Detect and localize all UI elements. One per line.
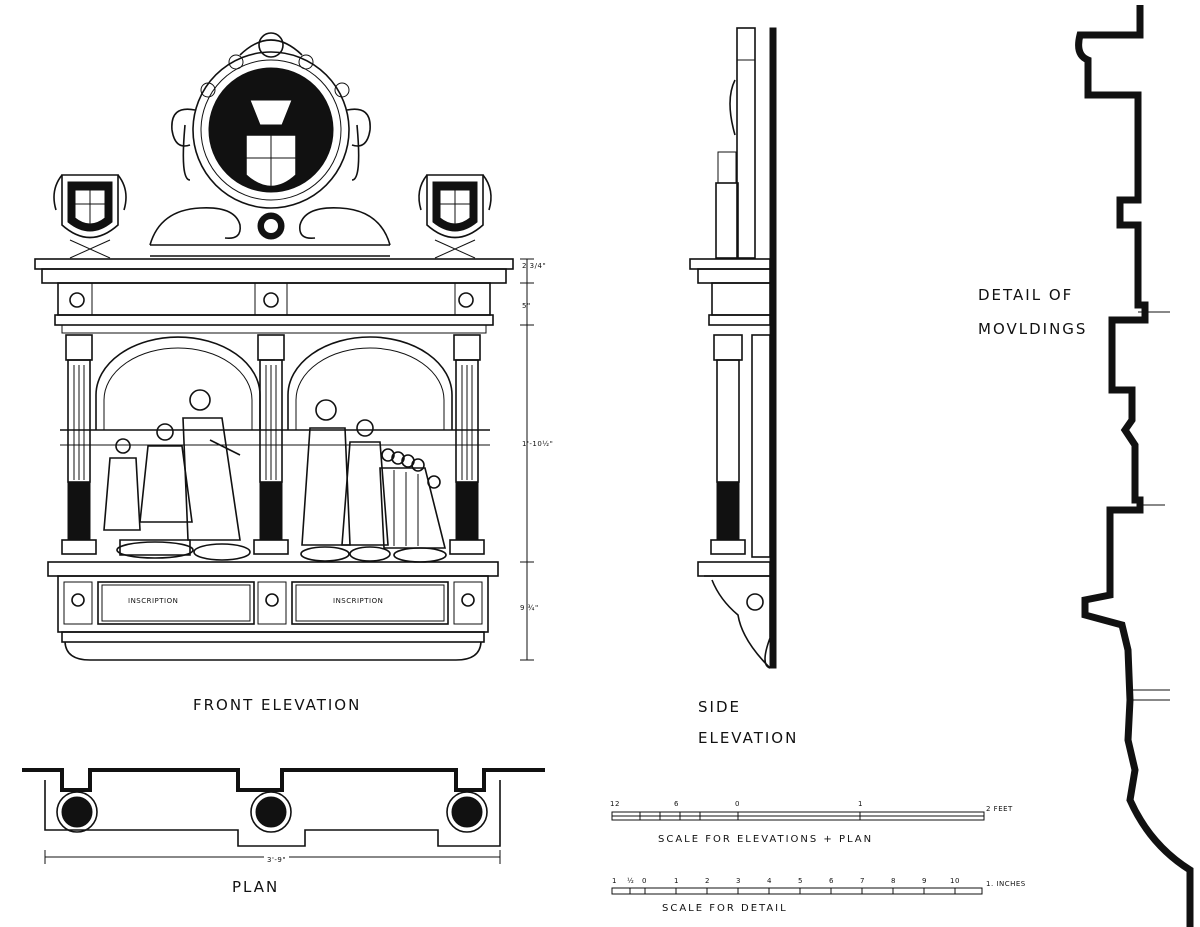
moulding-profile: [1075, 5, 1194, 927]
scale-elev-caption: SCALE FOR ELEVATIONS + PLAN: [658, 834, 874, 845]
scale-detail-tick: 10: [950, 877, 960, 885]
base-plinth: [47, 561, 499, 661]
inscription-left: INSCRIPTION: [128, 597, 179, 605]
side-elevation-title-line2: ELEVATION: [698, 729, 799, 747]
kneeling-figures-left: [103, 389, 251, 561]
scale-detail-tick: 1: [674, 877, 679, 885]
scale-bar-detail: [611, 887, 983, 895]
scale-detail-tick: 7: [860, 877, 865, 885]
scale-detail-tick: 4: [767, 877, 772, 885]
right-shield: [418, 174, 492, 259]
front-elevation-title: FRONT ELEVATION: [193, 696, 362, 714]
scale-elev-tick: 2 FEET: [986, 805, 1013, 813]
scale-detail-tick: 0: [642, 877, 647, 885]
inscription-right: INSCRIPTION: [333, 597, 384, 605]
scale-detail-caption: SCALE FOR DETAIL: [662, 903, 788, 914]
scale-detail-tick: 5: [798, 877, 803, 885]
scale-detail-tick: 2: [705, 877, 710, 885]
front-elevation-drawing: [34, 32, 534, 661]
scale-detail-tick: 9: [922, 877, 927, 885]
scale-elev-tick: 1: [858, 800, 863, 808]
side-elevation-title-line1: SIDE: [698, 698, 741, 716]
plan-drawing: [22, 768, 545, 864]
central-cartouche: [149, 32, 391, 257]
arches: [60, 336, 490, 446]
scale-detail-tick: 6: [829, 877, 834, 885]
entablature: [34, 258, 514, 334]
dimension-cornice: 2 3/4": [522, 262, 547, 270]
vertical-dimension-line: [520, 258, 534, 661]
dimension-plan-width: 3'-9": [264, 856, 290, 864]
dimension-frieze: 5": [522, 302, 531, 310]
dimension-arcade: 1'-10½": [522, 440, 554, 448]
scale-elev-tick: 6: [674, 800, 679, 808]
scale-detail-tick: 8: [891, 877, 896, 885]
scale-elev-tick: 12: [610, 800, 620, 808]
side-elevation-drawing: [689, 27, 777, 669]
detail-title-line2: MOVLDINGS: [978, 320, 1088, 338]
plan-title: PLAN: [232, 878, 280, 896]
scale-bar-elevations: [611, 811, 985, 821]
detail-title-line1: DETAIL OF: [978, 286, 1074, 304]
scale-detail-tick: 1. INCHES: [986, 880, 1026, 888]
scale-elev-tick: 0: [735, 800, 740, 808]
left-shield: [53, 174, 127, 259]
scale-detail-tick: 3: [736, 877, 741, 885]
scale-detail-tick: ½: [627, 877, 635, 885]
kneeling-figures-right: [300, 399, 447, 563]
dimension-base: 9 ¾": [520, 604, 539, 612]
scale-detail-tick: 1: [612, 877, 617, 885]
